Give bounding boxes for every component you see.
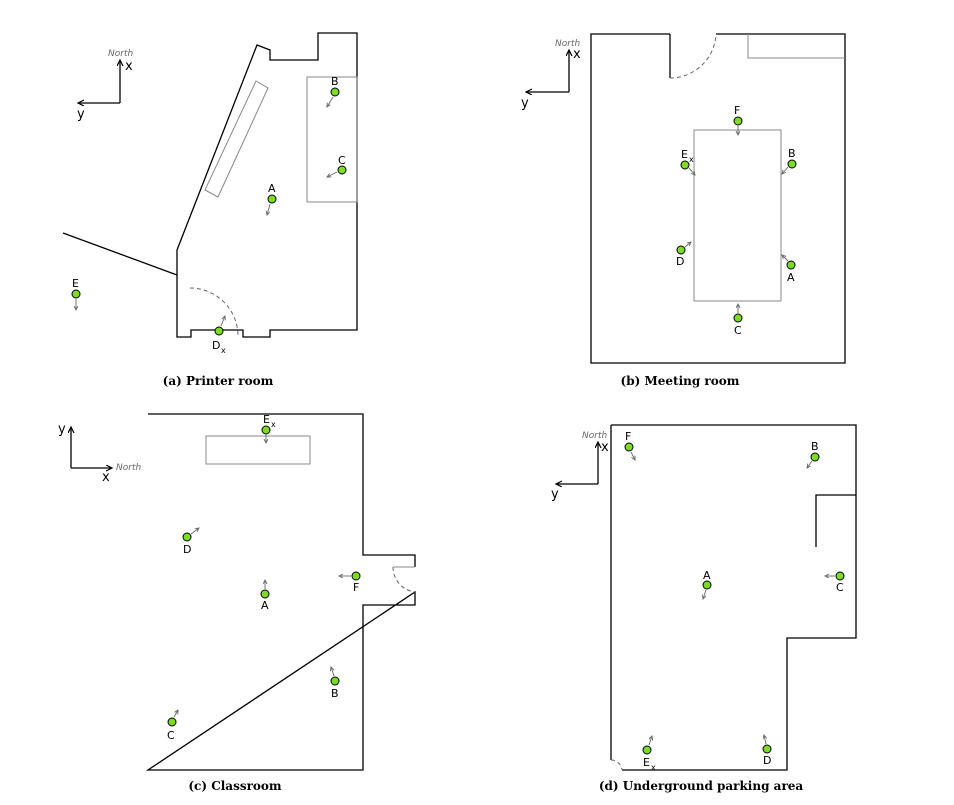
node: F	[339, 571, 361, 594]
node-label: C	[167, 729, 175, 742]
panel-underground-parking: North x y F B A	[551, 424, 857, 793]
x-axis-label: x	[102, 470, 110, 485]
compass-b: North x y	[521, 39, 581, 111]
node-label: E	[643, 756, 650, 769]
node: B	[327, 75, 340, 107]
node: C	[327, 154, 347, 177]
x-axis-label: x	[125, 59, 133, 74]
node-label: D	[212, 339, 220, 352]
node-label: C	[836, 581, 844, 594]
node-label: E	[263, 413, 270, 426]
node-label: E	[72, 277, 79, 290]
walls-b	[590, 33, 846, 364]
node: A	[267, 182, 277, 215]
caption-a: (a) Printer room	[163, 374, 274, 388]
nodes-b: F E x B D A	[676, 104, 797, 337]
panel-meeting-room: North x y F E x	[521, 33, 846, 388]
nodes-a: A B C D x E	[71, 75, 347, 355]
node-label: C	[734, 324, 742, 337]
node: E	[71, 277, 81, 310]
node: C	[825, 571, 845, 594]
node-label: A	[261, 599, 269, 612]
node-label: F	[625, 430, 631, 443]
node-label: D	[763, 754, 771, 767]
caption-c: (c) Classroom	[188, 779, 282, 793]
caption-d: (d) Underground parking area	[599, 779, 804, 793]
nodes-d: F B A C E x	[624, 430, 845, 772]
panel-printer-room: North x y A B C	[62, 32, 358, 388]
node: D	[182, 528, 199, 556]
caption-b: (b) Meeting room	[621, 374, 740, 388]
node-label: D	[676, 255, 684, 268]
node: E x	[680, 148, 695, 175]
x-axis-label: x	[573, 47, 581, 62]
node-label: E	[681, 148, 688, 161]
node-subscript: x	[271, 420, 276, 429]
node-label: B	[811, 440, 819, 453]
x-axis-label: x	[601, 440, 609, 455]
compass-c: North y x	[58, 422, 141, 485]
node: A	[260, 580, 270, 612]
north-label: North	[116, 463, 141, 473]
north-label: North	[582, 431, 607, 441]
node-label: A	[787, 271, 795, 284]
node-label: A	[703, 569, 711, 582]
node: D	[763, 735, 772, 767]
walls-c	[145, 413, 416, 771]
node: B	[807, 440, 820, 468]
y-axis-label: y	[77, 107, 85, 122]
node-label: B	[331, 687, 339, 700]
node: B	[331, 667, 340, 700]
node-label: C	[338, 154, 346, 167]
node: C	[733, 304, 743, 337]
walls-a	[62, 32, 358, 338]
nodes-c: E x D A F B	[167, 413, 361, 742]
node-label: B	[788, 147, 796, 160]
north-label: North	[108, 49, 133, 59]
node-label: B	[331, 75, 339, 88]
node-subscript: x	[651, 763, 656, 772]
node: F	[733, 104, 743, 135]
walls-d	[610, 424, 857, 771]
node: C	[167, 710, 178, 742]
node: B	[782, 147, 797, 174]
node-subscript: x	[221, 346, 226, 355]
compass-d: North x y	[551, 431, 609, 502]
y-axis-label: y	[551, 487, 559, 502]
node-label: A	[268, 182, 276, 195]
node-label: F	[353, 581, 359, 594]
node: E x	[642, 736, 656, 772]
y-axis-label: y	[521, 96, 529, 111]
north-label: North	[555, 39, 580, 49]
node: D	[676, 242, 691, 268]
node: D x	[212, 316, 226, 355]
node-label: D	[183, 543, 191, 556]
node: E x	[261, 413, 276, 443]
node: A	[782, 255, 796, 284]
node-label: F	[734, 104, 740, 117]
y-axis-label: y	[58, 422, 66, 437]
node: F	[624, 430, 635, 460]
panel-classroom: North y x E x D A	[58, 413, 416, 793]
compass-a: North x y	[77, 49, 133, 122]
node: A	[703, 569, 712, 599]
node-subscript: x	[689, 155, 694, 164]
